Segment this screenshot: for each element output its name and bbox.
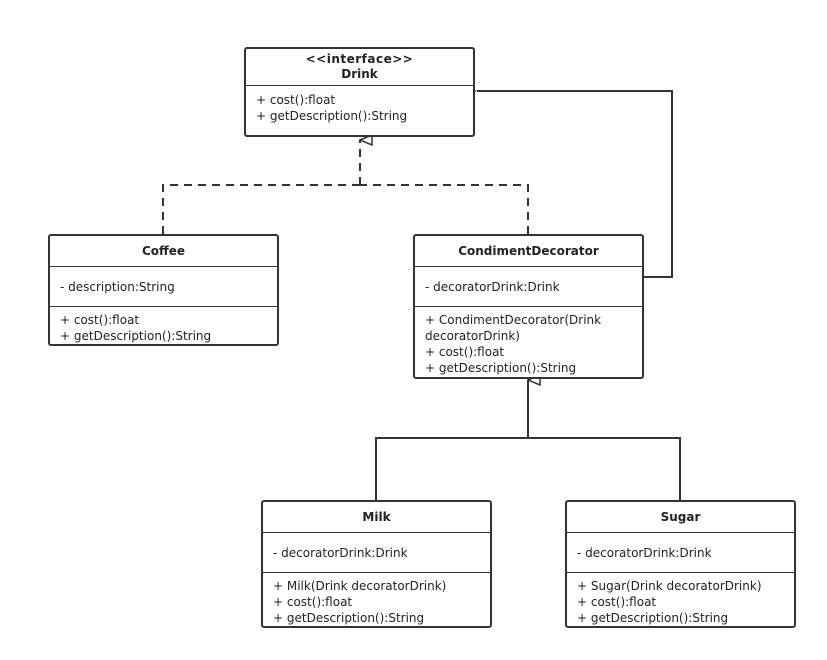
class-milk-method: + cost():float <box>273 595 353 609</box>
class-coffee-name: Coffee <box>141 243 186 258</box>
class-coffee-methods: + cost():float + getDescription():String <box>50 307 277 350</box>
class-coffee-method: + getDescription():String <box>60 329 212 343</box>
class-drink-header: <<interface>> Drink <box>246 49 473 86</box>
class-sugar-methods: + Sugar(Drink decoratorDrink) + cost():f… <box>567 573 794 632</box>
class-milk-method: + getDescription():String <box>273 611 425 625</box>
class-coffee-attributes: - description:String <box>50 267 277 307</box>
class-drink[interactable]: <<interface>> Drink + cost():float + get… <box>244 47 475 137</box>
class-sugar-name: Sugar <box>660 509 701 524</box>
class-sugar[interactable]: Sugar - decoratorDrink:Drink + Sugar(Dri… <box>565 500 796 628</box>
realization-coffee-to-drink <box>162 184 360 234</box>
class-drink-name: Drink <box>341 67 378 81</box>
class-milk-method: + Milk(Drink decoratorDrink) <box>273 579 447 593</box>
class-milk-attributes: - decoratorDrink:Drink <box>263 533 490 573</box>
realization-decorator-to-drink <box>360 184 529 234</box>
class-condiment-decorator-attributes: - decoratorDrink:Drink <box>415 267 642 307</box>
class-sugar-method: + cost():float <box>577 595 657 609</box>
class-sugar-method: + Sugar(Drink decoratorDrink) <box>577 579 762 593</box>
class-sugar-attributes: - decoratorDrink:Drink <box>567 533 794 573</box>
class-coffee-attribute: - description:String <box>60 279 175 294</box>
class-sugar-method: + getDescription():String <box>577 611 729 625</box>
class-coffee-method: + cost():float <box>60 313 140 327</box>
class-condiment-decorator-attribute: - decoratorDrink:Drink <box>425 279 560 294</box>
class-drink-stereotype: <<interface>> <box>305 52 414 66</box>
class-drink-methods: + cost():float + getDescription():String <box>246 86 473 130</box>
class-condiment-decorator-method: + getDescription():String <box>425 361 577 375</box>
generalization-sugar-to-decorator <box>528 437 681 500</box>
class-condiment-decorator-header: CondimentDecorator <box>415 236 642 267</box>
class-sugar-header: Sugar <box>567 502 794 533</box>
class-condiment-decorator[interactable]: CondimentDecorator - decoratorDrink:Drin… <box>413 234 644 379</box>
generalization-milk-to-decorator <box>375 437 528 500</box>
class-milk-attribute: - decoratorDrink:Drink <box>273 545 408 560</box>
class-coffee[interactable]: Coffee - description:String + cost():flo… <box>48 234 279 346</box>
association-decorator-to-drink <box>465 86 673 278</box>
class-milk-header: Milk <box>263 502 490 533</box>
class-milk-name: Milk <box>362 509 391 524</box>
class-milk[interactable]: Milk - decoratorDrink:Drink + Milk(Drink… <box>261 500 492 628</box>
class-condiment-decorator-method: + cost():float <box>425 345 505 359</box>
class-drink-method: + getDescription():String <box>256 109 408 123</box>
class-condiment-decorator-name: CondimentDecorator <box>458 243 599 258</box>
class-sugar-attribute: - decoratorDrink:Drink <box>577 545 712 560</box>
class-condiment-decorator-methods: + CondimentDecorator(Drink decoratorDrin… <box>415 307 642 382</box>
class-drink-method: + cost():float <box>256 93 336 107</box>
class-milk-methods: + Milk(Drink decoratorDrink) + cost():fl… <box>263 573 490 632</box>
class-coffee-header: Coffee <box>50 236 277 267</box>
class-condiment-decorator-method: + CondimentDecorator(Drink decoratorDrin… <box>425 313 605 343</box>
